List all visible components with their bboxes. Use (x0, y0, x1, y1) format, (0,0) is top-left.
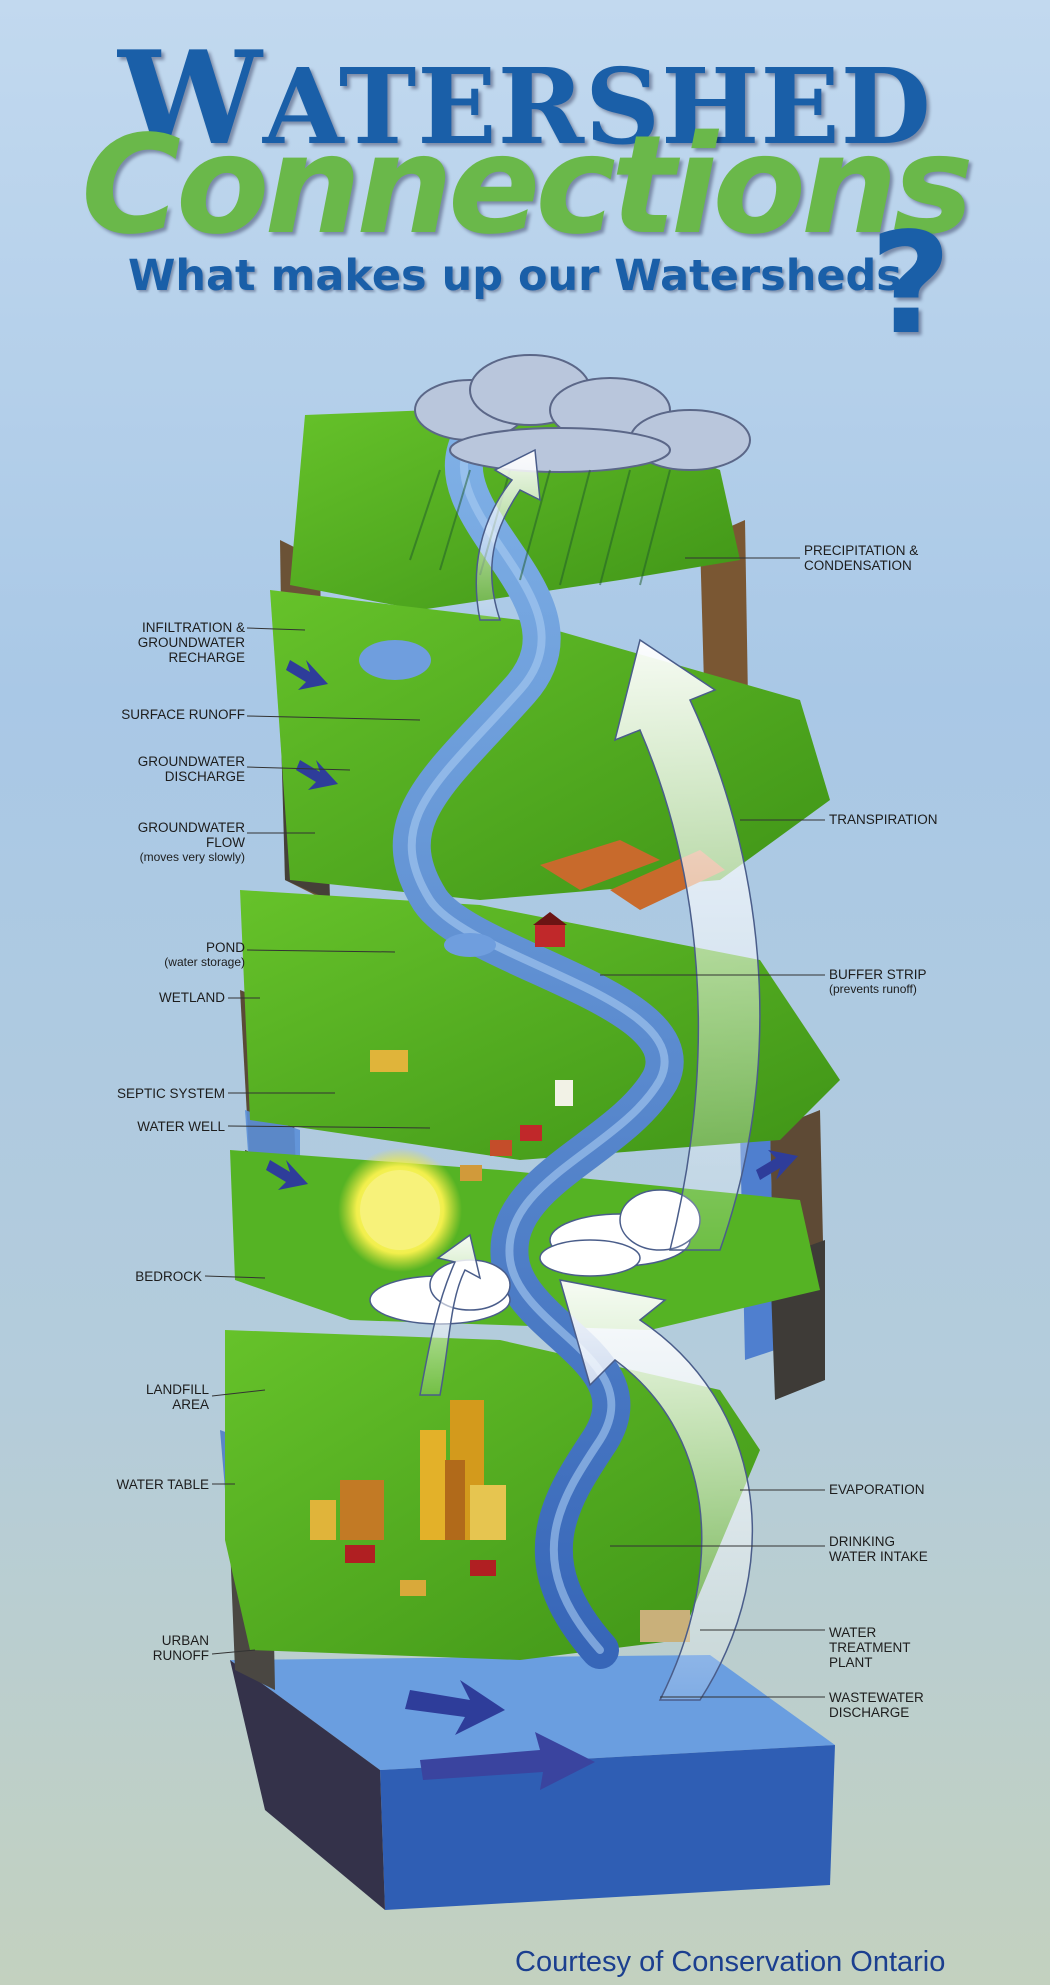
title-connections: Connections (81, 107, 974, 265)
title-watershed: WATERSHED (0, 35, 1050, 163)
buildings (370, 912, 690, 1642)
title-initial: W (118, 24, 263, 174)
label-groundwater-flow: GROUNDWATER FLOW (moves very slowly) (137, 820, 245, 864)
label-water-treatment: WATER TREATMENT PLANT (829, 1625, 911, 1670)
label-landfill: LANDFILL AREA (145, 1382, 209, 1412)
title-subtitle: What makes up our Watersheds (128, 251, 902, 301)
label-wastewater: WASTEWATER DISCHARGE (829, 1690, 924, 1720)
label-bedrock: BEDROCK (135, 1269, 202, 1284)
leader-lines (204, 557, 825, 1698)
city (310, 1400, 506, 1596)
white-clouds (369, 1189, 701, 1325)
label-surface-runoff: SURFACE RUNOFF (121, 707, 245, 722)
label-infiltration: INFILTRATION & GROUNDWATER RECHARGE (137, 620, 245, 665)
label-wetland: WETLAND (158, 990, 225, 1005)
label-transpiration: TRANSPIRATION (829, 812, 938, 827)
label-pond: POND (water storage) (164, 940, 245, 969)
label-septic-system: SEPTIC SYSTEM (116, 1086, 225, 1101)
label-buffer-strip: BUFFER STRIP (prevents runoff) (829, 967, 927, 996)
credit-line: Courtesy of Conservation Ontario (515, 1946, 946, 1978)
label-groundwater-discharge: GROUNDWATER DISCHARGE (137, 754, 245, 784)
label-drinking-water-intake: DRINKING WATER INTAKE (829, 1534, 928, 1564)
title-question-mark: ? (870, 203, 952, 366)
label-precipitation: PRECIPITATION & CONDENSATION (804, 543, 919, 573)
crop-field (540, 840, 660, 890)
label-water-table: WATER TABLE (116, 1477, 209, 1492)
rain-clouds (414, 354, 751, 473)
label-water-well: WATER WELL (137, 1119, 225, 1134)
label-evaporation: EVAPORATION (829, 1482, 925, 1497)
water-cycle-arrows (419, 448, 761, 1701)
groundwater-arrows (266, 660, 798, 1190)
pond (359, 640, 431, 680)
label-urban-runoff: URBAN RUNOFF (152, 1633, 209, 1663)
title-rest: ATERSHED (262, 45, 932, 168)
